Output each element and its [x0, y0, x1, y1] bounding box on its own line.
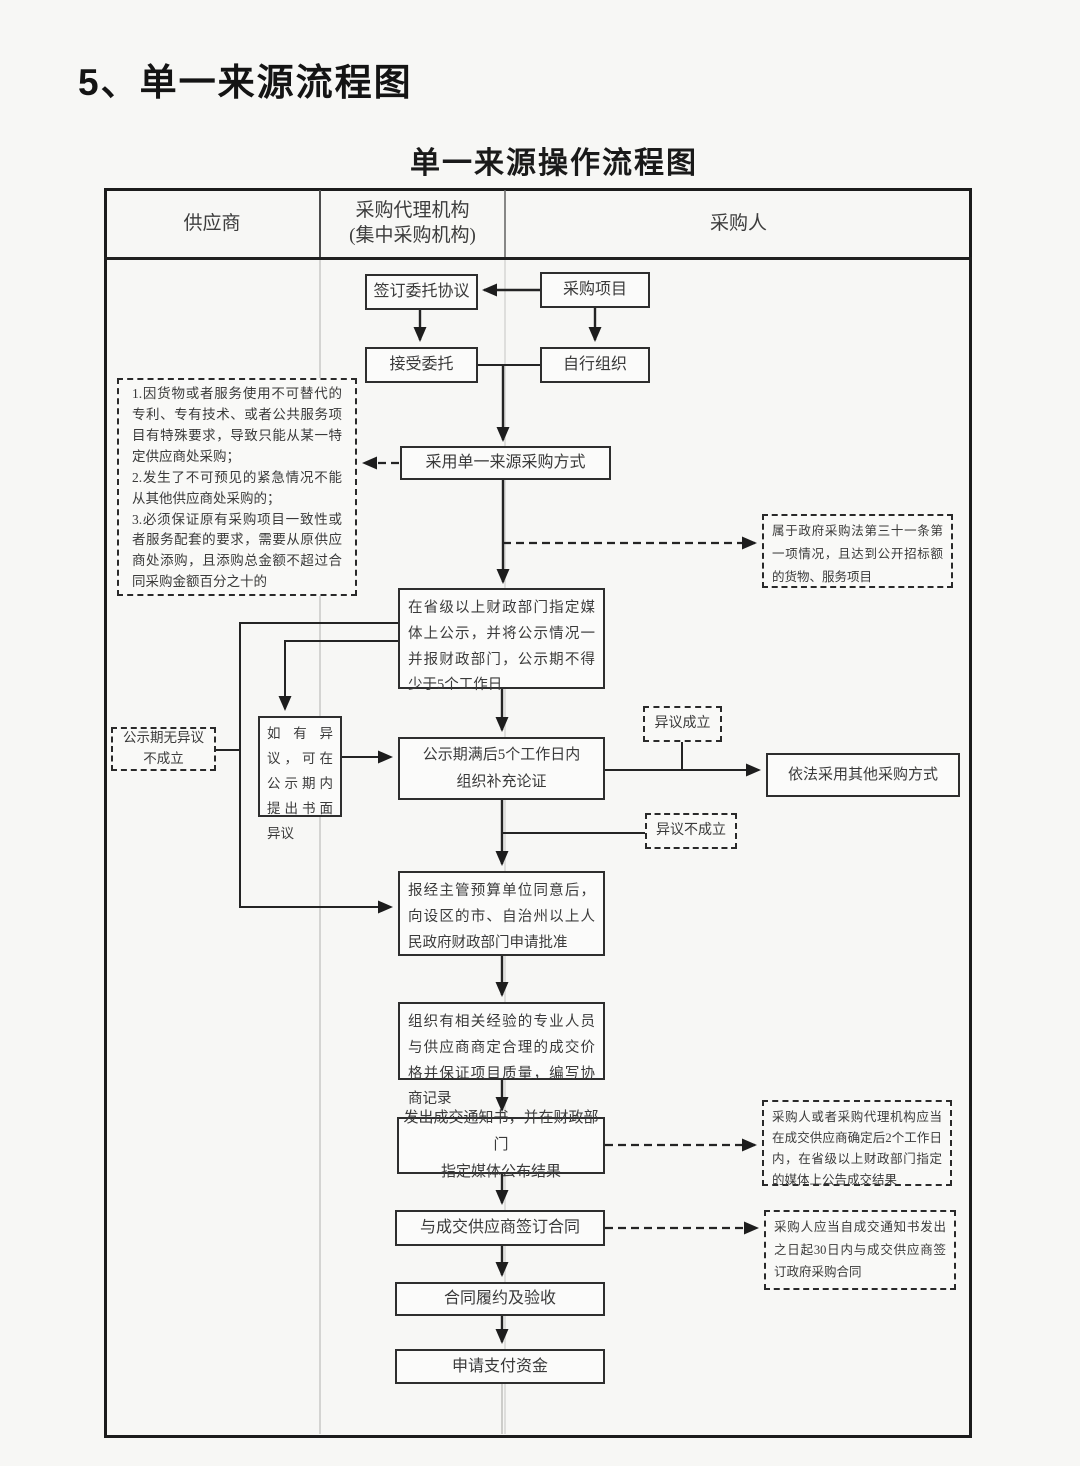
node-other-method: 依法采用其他采购方式: [766, 753, 960, 797]
node-single-source-reasons: 1.因货物或者服务使用不可替代的专利、专有技术、或者公共服务项目有特殊要求，导致…: [117, 378, 357, 596]
node-negotiate-price: 组织有相关经验的专业人员与供应商商定合理的成交价格并保证项目质量，编写协商记录: [398, 1002, 605, 1107]
node-announce-result-note: 采购人或者采购代理机构应当在成交供应商确定后2个工作日内，在省级以上财政部门指定…: [762, 1100, 952, 1187]
node-sign-contract: 与成交供应商签订合同: [395, 1210, 605, 1246]
header-divider: [104, 257, 972, 260]
chart-title: 单一来源操作流程图: [410, 147, 698, 180]
swimlane-table: [104, 188, 972, 1438]
node-payment-request: 申请支付资金: [395, 1349, 605, 1384]
header-purchaser: 采购人: [709, 212, 767, 234]
node-supplement-verification: 公示期满后5个工作日内 组织补充论证: [398, 737, 605, 800]
node-objection-invalid-label: 异议不成立: [645, 813, 737, 849]
header-supplier: 供应商: [183, 212, 241, 234]
node-publicity: 在省级以上财政部门指定媒体上公示，并将公示情况一并报财政部门，公示期不得少于5个…: [398, 588, 605, 693]
node-single-source-method: 采用单一来源采购方式: [400, 446, 611, 480]
node-objection: 如有异议，可在公示期内提出书面异议: [258, 716, 342, 841]
node-objection-valid-label: 异议成立: [643, 706, 722, 742]
header-agency: 采购代理机构 (集中采购机构): [349, 200, 476, 246]
node-no-objection-label: 公示期无异议 不成立: [111, 727, 216, 771]
node-approval: 报经主管预算单位同意后，向设区的市、自治州以上人民政府财政部门申请批准: [398, 871, 605, 956]
node-fulfill-acceptance: 合同履约及验收: [395, 1282, 605, 1316]
node-law-article31-note: 属于政府采购法第三十一条第一项情况，且达到公开招标额的货物、服务项目: [762, 514, 953, 588]
node-sign-agreement: 签订委托协议: [365, 274, 478, 310]
node-procurement-project: 采购项目: [540, 272, 650, 308]
node-self-organize: 自行组织: [540, 347, 650, 383]
node-sign-within-30days-note: 采购人应当自成交通知书发出之日起30日内与成交供应商签订政府采购合同: [764, 1210, 956, 1290]
dashed-edges: [362, 456, 759, 1235]
solid-edges: [216, 283, 761, 1434]
node-award-notice: 发出成交通知书，并在财政部门 指定媒体公布结果: [397, 1110, 605, 1180]
page-title: 5、单一来源流程图: [78, 62, 413, 103]
node-accept-commission: 接受委托: [365, 347, 478, 383]
